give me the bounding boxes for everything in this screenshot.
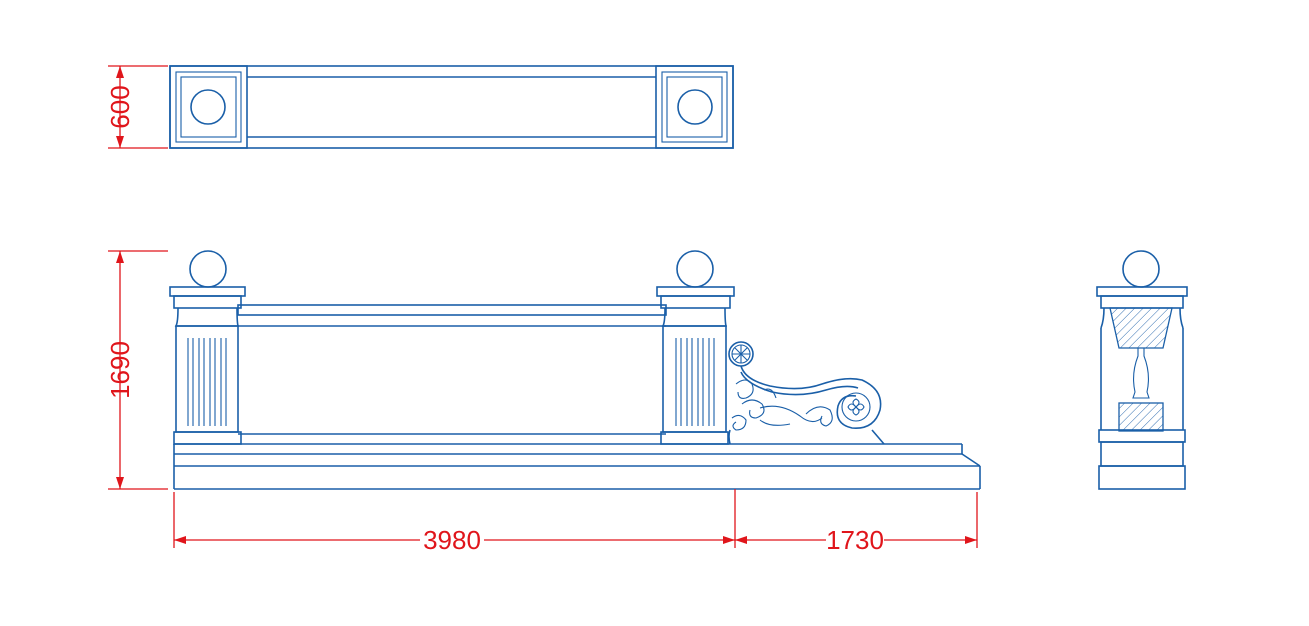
- dimension-height: 1690: [105, 250, 168, 490]
- side-section: [1096, 250, 1188, 490]
- dimension-lengths: 3980 1730: [173, 489, 978, 555]
- front-elevation: [169, 250, 981, 490]
- dimension-depth: 600: [105, 65, 168, 149]
- left-post: [169, 250, 246, 445]
- iron-scroll-ornament: [728, 341, 885, 445]
- side-length-label: 1730: [826, 525, 884, 555]
- plan-view: [169, 65, 734, 149]
- right-post: [656, 250, 735, 445]
- depth-dimension-label: 600: [105, 85, 135, 128]
- height-dimension-label: 1690: [105, 341, 135, 399]
- main-length-label: 3980: [423, 525, 481, 555]
